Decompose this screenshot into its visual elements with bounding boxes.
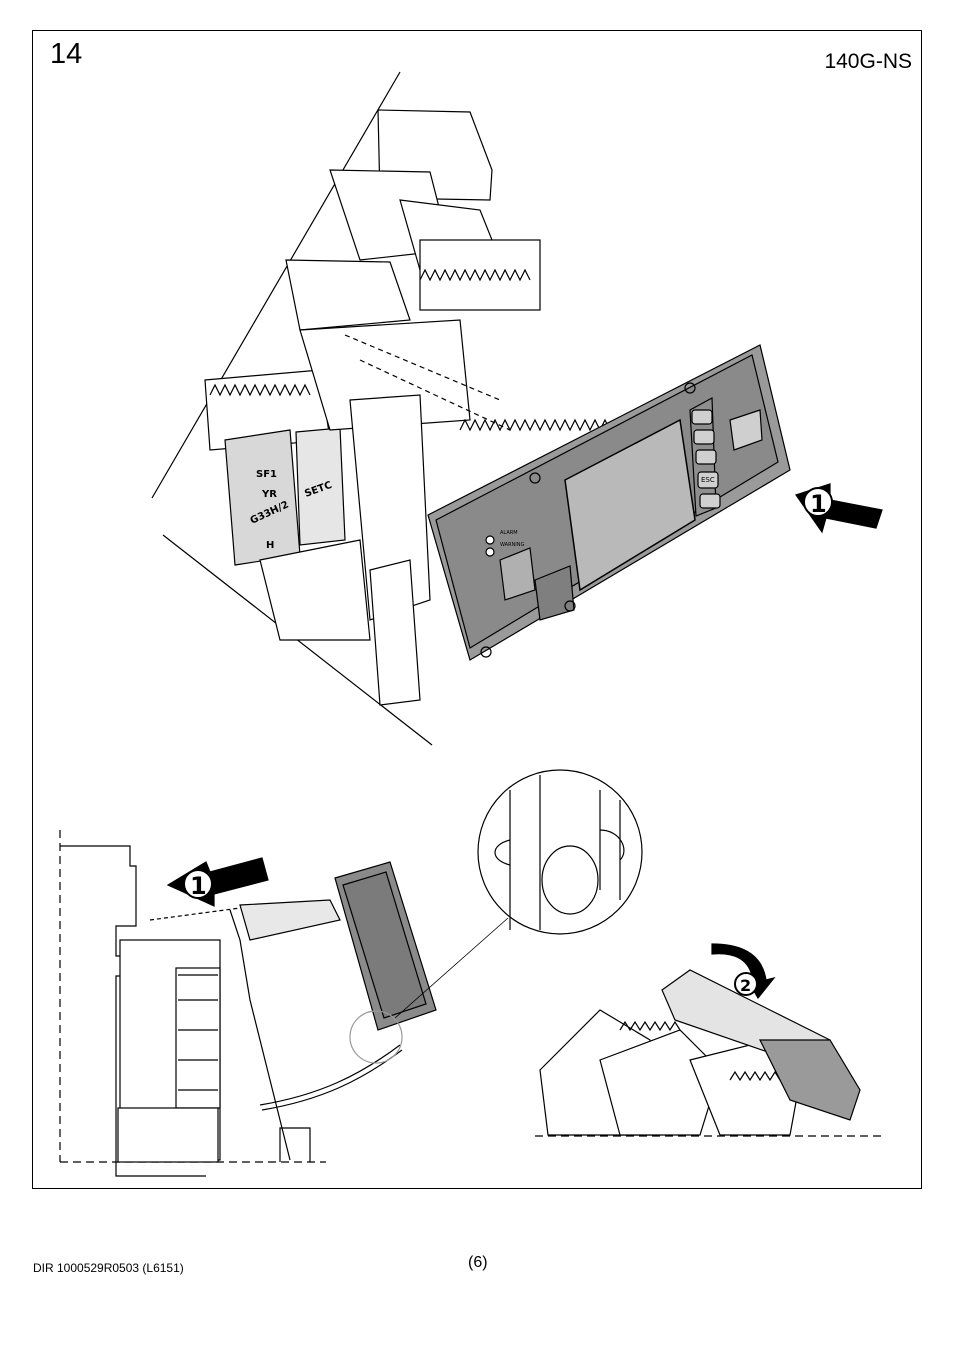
breaker-body-drawing [151,71,541,746]
label-warning: WARNING [500,542,525,548]
step-marker-main: 1 [810,490,827,518]
step-number: 14 [50,38,83,70]
page-frame [32,30,922,1189]
rotate-direction-arrow-icon [711,943,776,1000]
insert-direction-arrow-icon [795,483,883,534]
label-yr: YR [261,489,277,500]
label-alarm: ALARM [500,530,518,536]
remove-direction-arrow-icon [166,857,269,907]
label-sf1: SF1 [256,469,277,480]
side-view-drawing [59,830,509,1177]
cover-closing-drawing [535,969,882,1137]
model-code: 140G-NS [824,50,912,73]
label-h: H [266,540,274,551]
document-reference: DIR 1000529R0503 (L6151) [33,1261,184,1275]
step-marker-closing: 2 [740,976,751,995]
trip-unit-module [427,344,791,661]
step-marker-side: 1 [190,872,207,900]
terminal-ridges [209,268,611,432]
page-number: (6) [468,1254,488,1271]
key-esc-label: ESC [701,476,715,484]
detail-magnifier-circle [477,769,643,935]
